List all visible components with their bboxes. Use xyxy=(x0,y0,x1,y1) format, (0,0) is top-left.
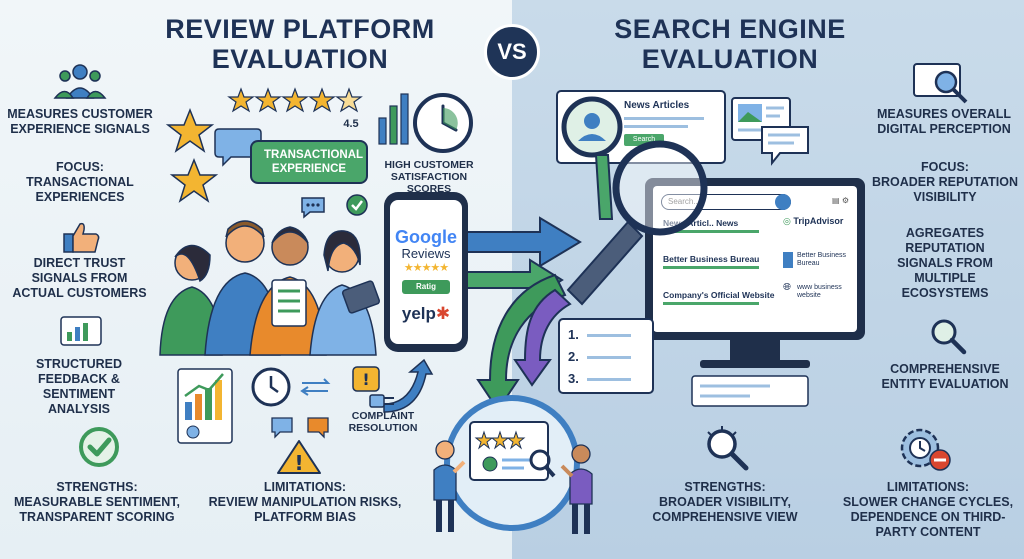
big-stars-icon xyxy=(165,107,219,203)
stopwatch-icon xyxy=(251,367,291,407)
analyst-left-figure xyxy=(433,440,466,532)
zoom-icon xyxy=(931,319,967,355)
exchange-arrows-icon xyxy=(300,378,331,396)
complaint-resolution: COMPLAINT RESOLUTION xyxy=(348,410,418,434)
magnifier-person-icon xyxy=(561,96,623,220)
search-bar[interactable]: Search.. xyxy=(661,193,791,210)
bar-chart-icon xyxy=(378,93,409,145)
reviews-label: Reviews xyxy=(401,246,451,261)
yelp-logo: yelp✱ xyxy=(401,304,451,323)
monitor-stand xyxy=(730,340,780,362)
satisfaction-scores: HIGH CUSTOMER SATISFACTION SCORES xyxy=(384,159,474,195)
measures-digital-perception: MEASURES OVERALL DIGITAL PERCEPTION xyxy=(876,107,1012,136)
review-screen-icon xyxy=(469,421,556,481)
chat-bubbles-icon xyxy=(214,128,262,167)
monitor: Search.. ▤ ⚙ News Articl.. News Better B… xyxy=(645,178,865,340)
measures-customer-experience: MEASURES CUSTOMER EXPERIENCE SIGNALS xyxy=(7,107,153,136)
left-limitations: LIMITATIONS: REVIEW MANIPULATION RISKS, … xyxy=(208,480,402,524)
svg-text:!: ! xyxy=(362,370,369,389)
website-badge: 🌐︎ www business website xyxy=(783,282,842,300)
thumbs-up-icon xyxy=(63,222,100,253)
alert-sign-icon: ! xyxy=(352,366,380,392)
people-icon xyxy=(53,64,107,99)
stars-rating-icon xyxy=(227,87,363,113)
phone-screen: Google Reviews ★★★★★ Ratig yelp✱ xyxy=(390,200,462,344)
result-3[interactable]: Company's Official Website xyxy=(663,290,775,300)
vs-badge: VS xyxy=(484,24,540,80)
growth-report-icon xyxy=(177,368,233,444)
globe-icon: 🌐︎ xyxy=(783,282,791,293)
right-title: SEARCH ENGINE EVALUATION xyxy=(614,14,846,74)
aggregates-signals: AGREGATES REPUTATION SIGNALS FROM MULTIP… xyxy=(897,226,993,300)
owl-icon: ◎ xyxy=(783,216,791,226)
list-item: 3. xyxy=(568,368,644,390)
left-strengths: STRENGTHS: MEASURABLE SENTIMENT, TRANSPA… xyxy=(14,480,180,524)
chat-icons-pair xyxy=(271,417,329,439)
ranked-list-card: 1. 2. 3. xyxy=(558,318,654,394)
phone-stars: ★★★★★ xyxy=(403,262,449,274)
gear-clock-icon xyxy=(900,428,951,471)
result-2[interactable]: Better Business Bureau xyxy=(663,254,760,264)
right-strengths: STRENGTHS: BROADER VISIBILITY, COMPREHEN… xyxy=(652,480,798,524)
direct-trust-signals: DIRECT TRUST SIGNALS FROM ACTUAL CUSTOME… xyxy=(12,256,147,300)
bbb-badge: Better Business Bureau xyxy=(783,252,853,268)
svg-text:!: ! xyxy=(294,451,303,475)
yelp-burst-icon: ✱ xyxy=(435,304,451,323)
list-item: 2. xyxy=(568,346,644,368)
bbb-icon xyxy=(783,252,793,268)
clock-icon xyxy=(413,93,473,153)
monitor-magnifier-icon xyxy=(913,63,968,104)
search-magnifier-icon xyxy=(707,426,749,471)
tripadvisor-badge: ◎ TripAdvisor xyxy=(783,216,844,226)
feedback-chart-icon xyxy=(60,316,102,346)
curved-arrow-icon xyxy=(383,358,434,413)
result-1[interactable]: News Articl.. News xyxy=(663,218,739,228)
plug-icon xyxy=(369,394,394,408)
right-limitations: LIMITATIONS: SLOWER CHANGE CYCLES, DEPEN… xyxy=(842,480,1014,539)
phone-mockup: Google Reviews ★★★★★ Ratig yelp✱ xyxy=(384,192,468,352)
monitor-screen: Search.. ▤ ⚙ News Articl.. News Better B… xyxy=(653,186,857,332)
evaluation-circle xyxy=(444,395,580,531)
check-circle-icon xyxy=(79,427,119,467)
chart-card-icon xyxy=(691,375,809,407)
customer-group-illustration xyxy=(159,220,381,356)
warning-icon: ! xyxy=(277,440,321,475)
window-icons: ▤ ⚙ xyxy=(832,196,849,205)
chat-dots-icon xyxy=(301,197,325,219)
big-magnifier-icon xyxy=(566,140,708,306)
rating-button[interactable]: Ratig xyxy=(402,280,450,294)
search-icon[interactable] xyxy=(775,193,791,210)
comprehensive-entity: COMPREHENSIVE ENTITY EVALUATION xyxy=(881,362,1009,391)
right-focus: FOCUS: BROADER REPUTATION VISIBILITY xyxy=(871,160,1019,204)
analyst-right-figure xyxy=(560,444,593,534)
transactional-bubble: TRANSACTIONAL EXPERIENCE xyxy=(250,140,368,184)
left-title: REVIEW PLATFORM EVALUATION xyxy=(165,14,435,74)
list-item: 1. xyxy=(568,324,644,346)
check-icon xyxy=(346,194,368,216)
left-focus: FOCUS: TRANSACTIONAL EXPERIENCES xyxy=(26,160,134,204)
structured-feedback: STRUCTURED FEEDBACK & SENTIMENT ANALYSIS xyxy=(35,357,123,416)
google-logo: Google xyxy=(395,227,457,247)
chat-card-icon xyxy=(761,126,809,166)
monitor-base xyxy=(700,360,810,368)
rating-value: 4.5 xyxy=(343,118,359,130)
